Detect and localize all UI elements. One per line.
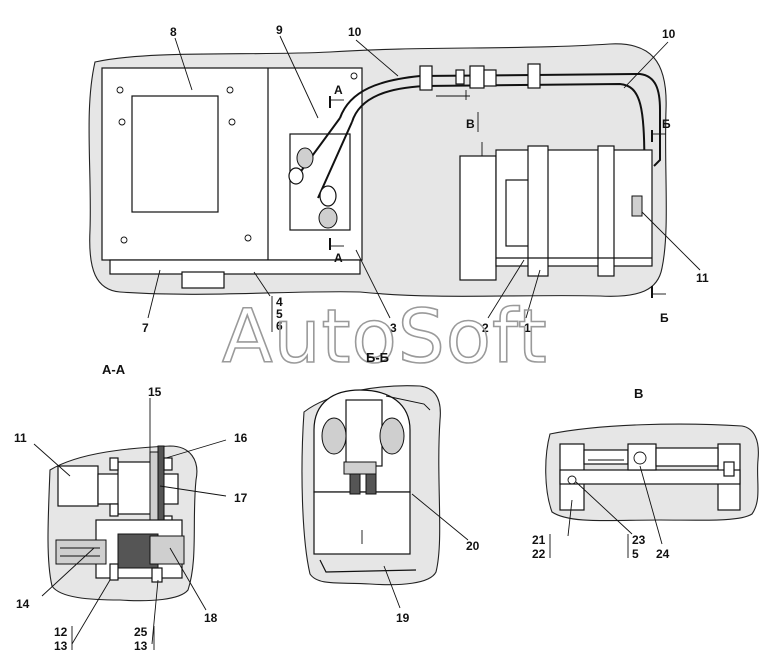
view-mark-v: В [466,117,475,131]
section-mark-b-bottom: Б [660,311,669,325]
view-v [545,423,759,558]
aa-callout-25: 25 [134,625,148,639]
watermark: AutoSoft [222,294,548,380]
v-callout-24: 24 [656,547,670,561]
v-callout-21: 21 [532,533,546,547]
v-callout-22: 22 [532,547,546,561]
aa-callout-18: 18 [204,611,218,625]
aa-callout-13-left: 13 [54,639,68,653]
section-mark-b-top: Б [662,117,671,131]
callout-9: 9 [276,23,283,37]
battery-box [459,155,497,281]
section-aa-view [33,398,227,650]
v-callout-5: 5 [632,547,639,561]
callout-8: 8 [170,25,177,39]
callout-6: 6 [276,319,283,333]
aa-callout-16: 16 [234,431,248,445]
callout-4: 4 [276,295,283,309]
section-bb-view [301,385,469,609]
tank-bottom-strip [109,259,361,275]
section-bb-title: Б-Б [366,350,389,365]
bb-callout-20: 20 [466,539,480,553]
callout-11-main: 11 [696,271,709,285]
aa-callout-14: 14 [16,597,30,611]
section-aa-title: А-А [102,362,126,377]
v-callout-23: 23 [632,533,646,547]
view-v-title: В [634,386,643,401]
callout-10-right: 10 [662,27,676,41]
callout-5: 5 [276,307,283,321]
aa-callout-12: 12 [54,625,68,639]
section-mark-a-top: А [334,83,343,97]
callout-3: 3 [390,321,397,335]
aa-callout-13-right: 13 [134,639,148,653]
aa-callout-15: 15 [148,385,162,399]
callout-7: 7 [142,321,149,335]
callout-10-left: 10 [348,25,362,39]
main-assembly-view [88,35,701,332]
section-mark-a-bottom: А [334,251,343,265]
aa-callout-11: 11 [14,431,27,445]
aa-callout-17: 17 [234,491,248,505]
inspection-cover [131,95,219,213]
callout-2: 2 [482,321,489,335]
drain-bracket [181,271,225,289]
callout-1: 1 [524,321,531,335]
bb-callout-19: 19 [396,611,410,625]
